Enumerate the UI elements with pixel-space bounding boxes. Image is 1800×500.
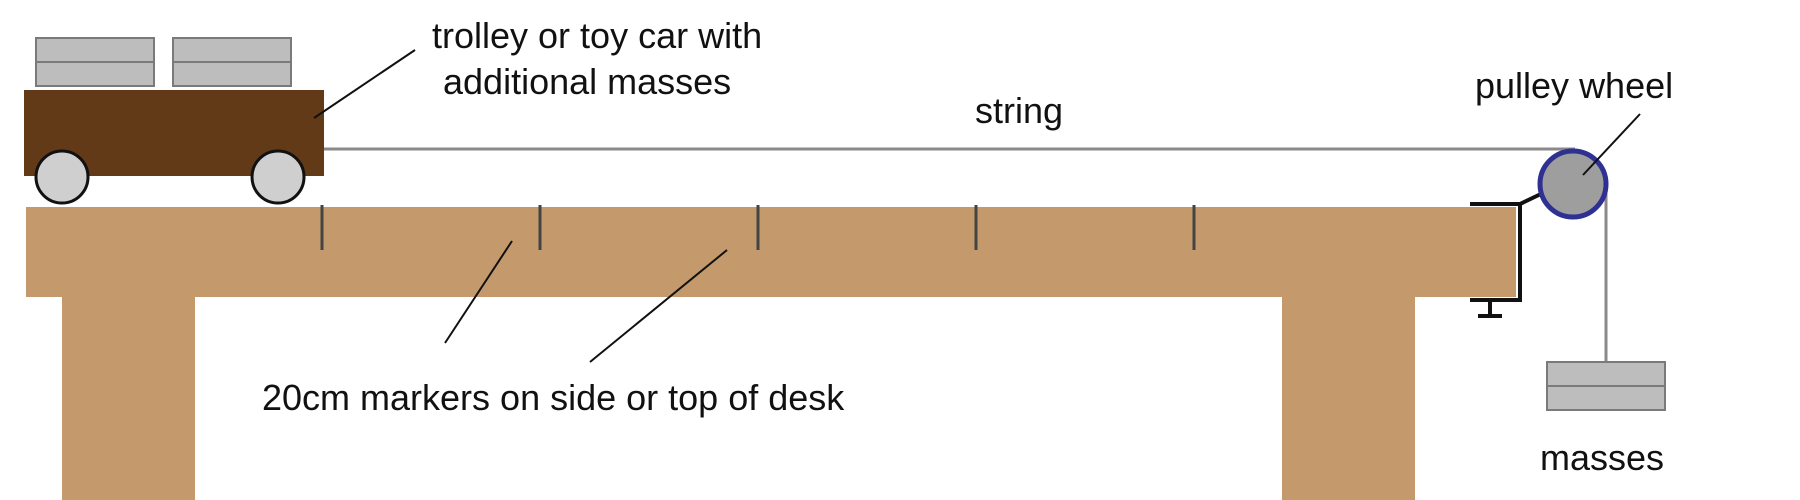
clamp-frame	[1470, 202, 1522, 302]
trolley-wheel	[34, 149, 90, 205]
string-label: string	[975, 90, 1063, 131]
trolley-mass-block	[172, 37, 292, 63]
distance-markers	[320, 205, 1196, 250]
hanging-mass-block	[1546, 361, 1666, 387]
string	[324, 147, 1608, 362]
masses-label: masses	[1540, 437, 1664, 478]
trolley-mass-block	[35, 37, 155, 63]
pulley-label: pulley wheel	[1475, 65, 1673, 106]
trolley-label-line1: trolley or toy car with	[432, 15, 762, 56]
markers-label: 20cm markers on side or top of desk	[262, 377, 845, 418]
marker-leader-line	[444, 240, 513, 344]
hanging-masses	[1546, 361, 1666, 411]
marker-leader-line	[589, 249, 728, 363]
trolley-leader-line	[313, 49, 416, 119]
pulley-leader-line	[1582, 113, 1641, 176]
desk-top	[26, 207, 1516, 297]
leader-lines	[313, 49, 1641, 363]
hanging-mass-block	[1546, 385, 1666, 411]
desk-leg-left	[62, 295, 195, 500]
trolley-mass-block	[35, 61, 155, 87]
desk	[26, 207, 1516, 500]
trolley	[24, 37, 324, 205]
desk-leg-right	[1282, 295, 1415, 500]
trolley-mass-block	[172, 61, 292, 87]
trolley-wheel	[250, 149, 306, 205]
trolley-label-line2: additional masses	[443, 61, 731, 102]
